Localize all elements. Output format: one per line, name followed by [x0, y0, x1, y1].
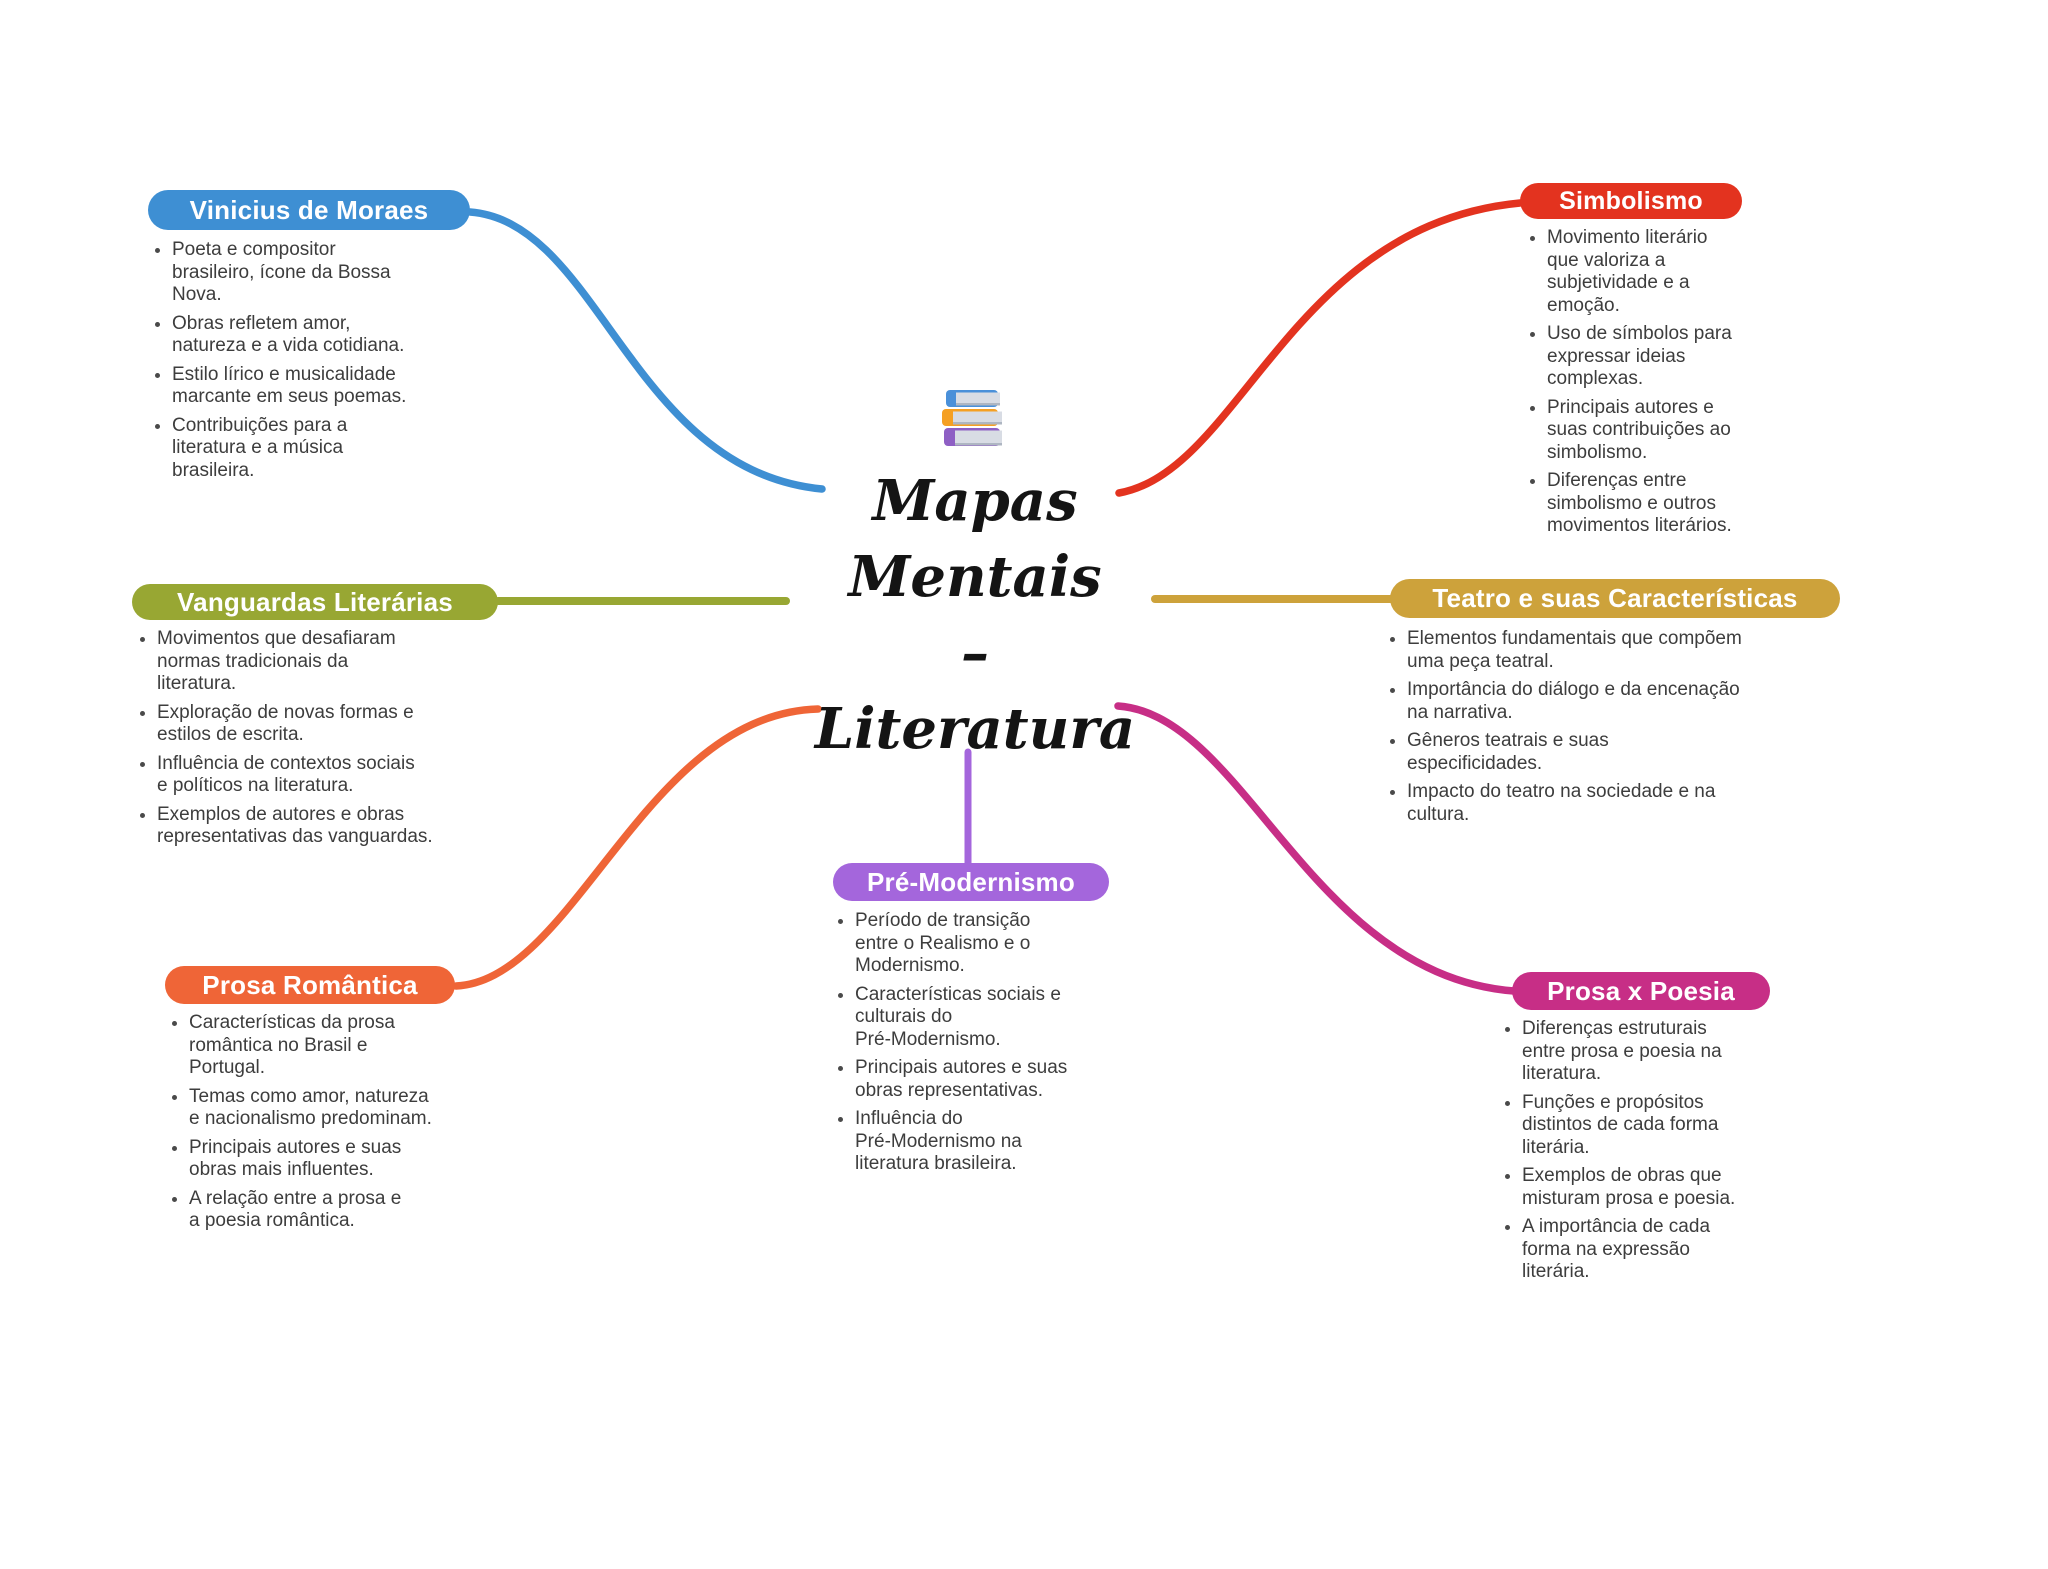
- bullet-item: Elementos fundamentais que compõem uma p…: [1390, 628, 1795, 673]
- node-title-vinicius-de-moraes[interactable]: Vinicius de Moraes: [148, 190, 470, 230]
- node-title-prosa-romantica[interactable]: Prosa Romântica: [165, 966, 455, 1004]
- node-title-teatro[interactable]: Teatro e suas Características: [1390, 579, 1840, 618]
- bullet-item: Exemplos de obras que misturam prosa e p…: [1505, 1165, 1785, 1210]
- node-title-prosa-x-poesia[interactable]: Prosa x Poesia: [1512, 972, 1770, 1010]
- bullet-item: Impacto do teatro na sociedade e na cult…: [1390, 781, 1795, 826]
- books-icon: [942, 390, 1002, 446]
- central-title-line-1: Mapas: [872, 468, 1078, 534]
- bullet-item: Influência de contextos sociais e políti…: [140, 753, 485, 798]
- bullet-item: Obras refletem amor, natureza e a vida c…: [155, 313, 467, 358]
- central-title-dash: –: [961, 620, 989, 686]
- node-title-vanguardas-literarias[interactable]: Vanguardas Literárias: [132, 584, 498, 620]
- bullet-item: Temas como amor, natureza e nacionalismo…: [172, 1086, 487, 1131]
- connector-simbolismo: [1115, 199, 1524, 497]
- node-title-simbolismo[interactable]: Simbolismo: [1520, 183, 1742, 219]
- connector-prosa-romantica: [452, 705, 822, 990]
- bullet-item: Gêneros teatrais e suas especificidades.: [1390, 730, 1795, 775]
- bullet-item: Principais autores e suas obras represen…: [838, 1057, 1128, 1102]
- central-title-line-2: Mentais: [848, 544, 1102, 610]
- bullet-item: Período de transição entre o Realismo e …: [838, 910, 1128, 978]
- bullet-item: A importância de cada forma na expressão…: [1505, 1216, 1785, 1284]
- connector-vinicius: [466, 208, 826, 493]
- bullet-item: Movimentos que desafiaram normas tradici…: [140, 628, 485, 696]
- node-title-pre-modernismo[interactable]: Pré-Modernismo: [833, 863, 1109, 901]
- bullet-item: Contribuições para a literatura e a músi…: [155, 415, 467, 483]
- bullet-item: A relação entre a prosa e a poesia român…: [172, 1188, 487, 1233]
- bullet-item: Influência do Pré-Modernismo na literatu…: [838, 1108, 1128, 1176]
- central-title-line-3: Literatura: [814, 696, 1136, 762]
- bullet-item: Principais autores e suas obras mais inf…: [172, 1137, 487, 1182]
- bullet-item: Poeta e compositor brasileiro, ícone da …: [155, 239, 467, 307]
- bullet-item: Características sociais e culturais do P…: [838, 984, 1128, 1052]
- bullet-item: Uso de símbolos para expressar ideias co…: [1530, 323, 1785, 391]
- central-topic: Mapas Mentais – Literatura: [810, 388, 1140, 767]
- connector-prosa-poesia: [1114, 702, 1518, 995]
- bullet-item: Diferenças entre simbolismo e outros mov…: [1530, 470, 1785, 538]
- bullet-item: Exemplos de autores e obras representati…: [140, 804, 485, 849]
- bullet-item: Características da prosa romântica no Br…: [172, 1012, 487, 1080]
- bullet-item: Movimento literário que valoriza a subje…: [1530, 227, 1785, 317]
- bullet-item: Exploração de novas formas e estilos de …: [140, 702, 485, 747]
- bullet-item: Diferenças estruturais entre prosa e poe…: [1505, 1018, 1785, 1086]
- bullet-item: Funções e propósitos distintos de cada f…: [1505, 1092, 1785, 1160]
- bullet-item: Estilo lírico e musicalidade marcante em…: [155, 364, 467, 409]
- bullet-item: Importância do diálogo e da encenação na…: [1390, 679, 1795, 724]
- bullet-item: Principais autores e suas contribuições …: [1530, 397, 1785, 465]
